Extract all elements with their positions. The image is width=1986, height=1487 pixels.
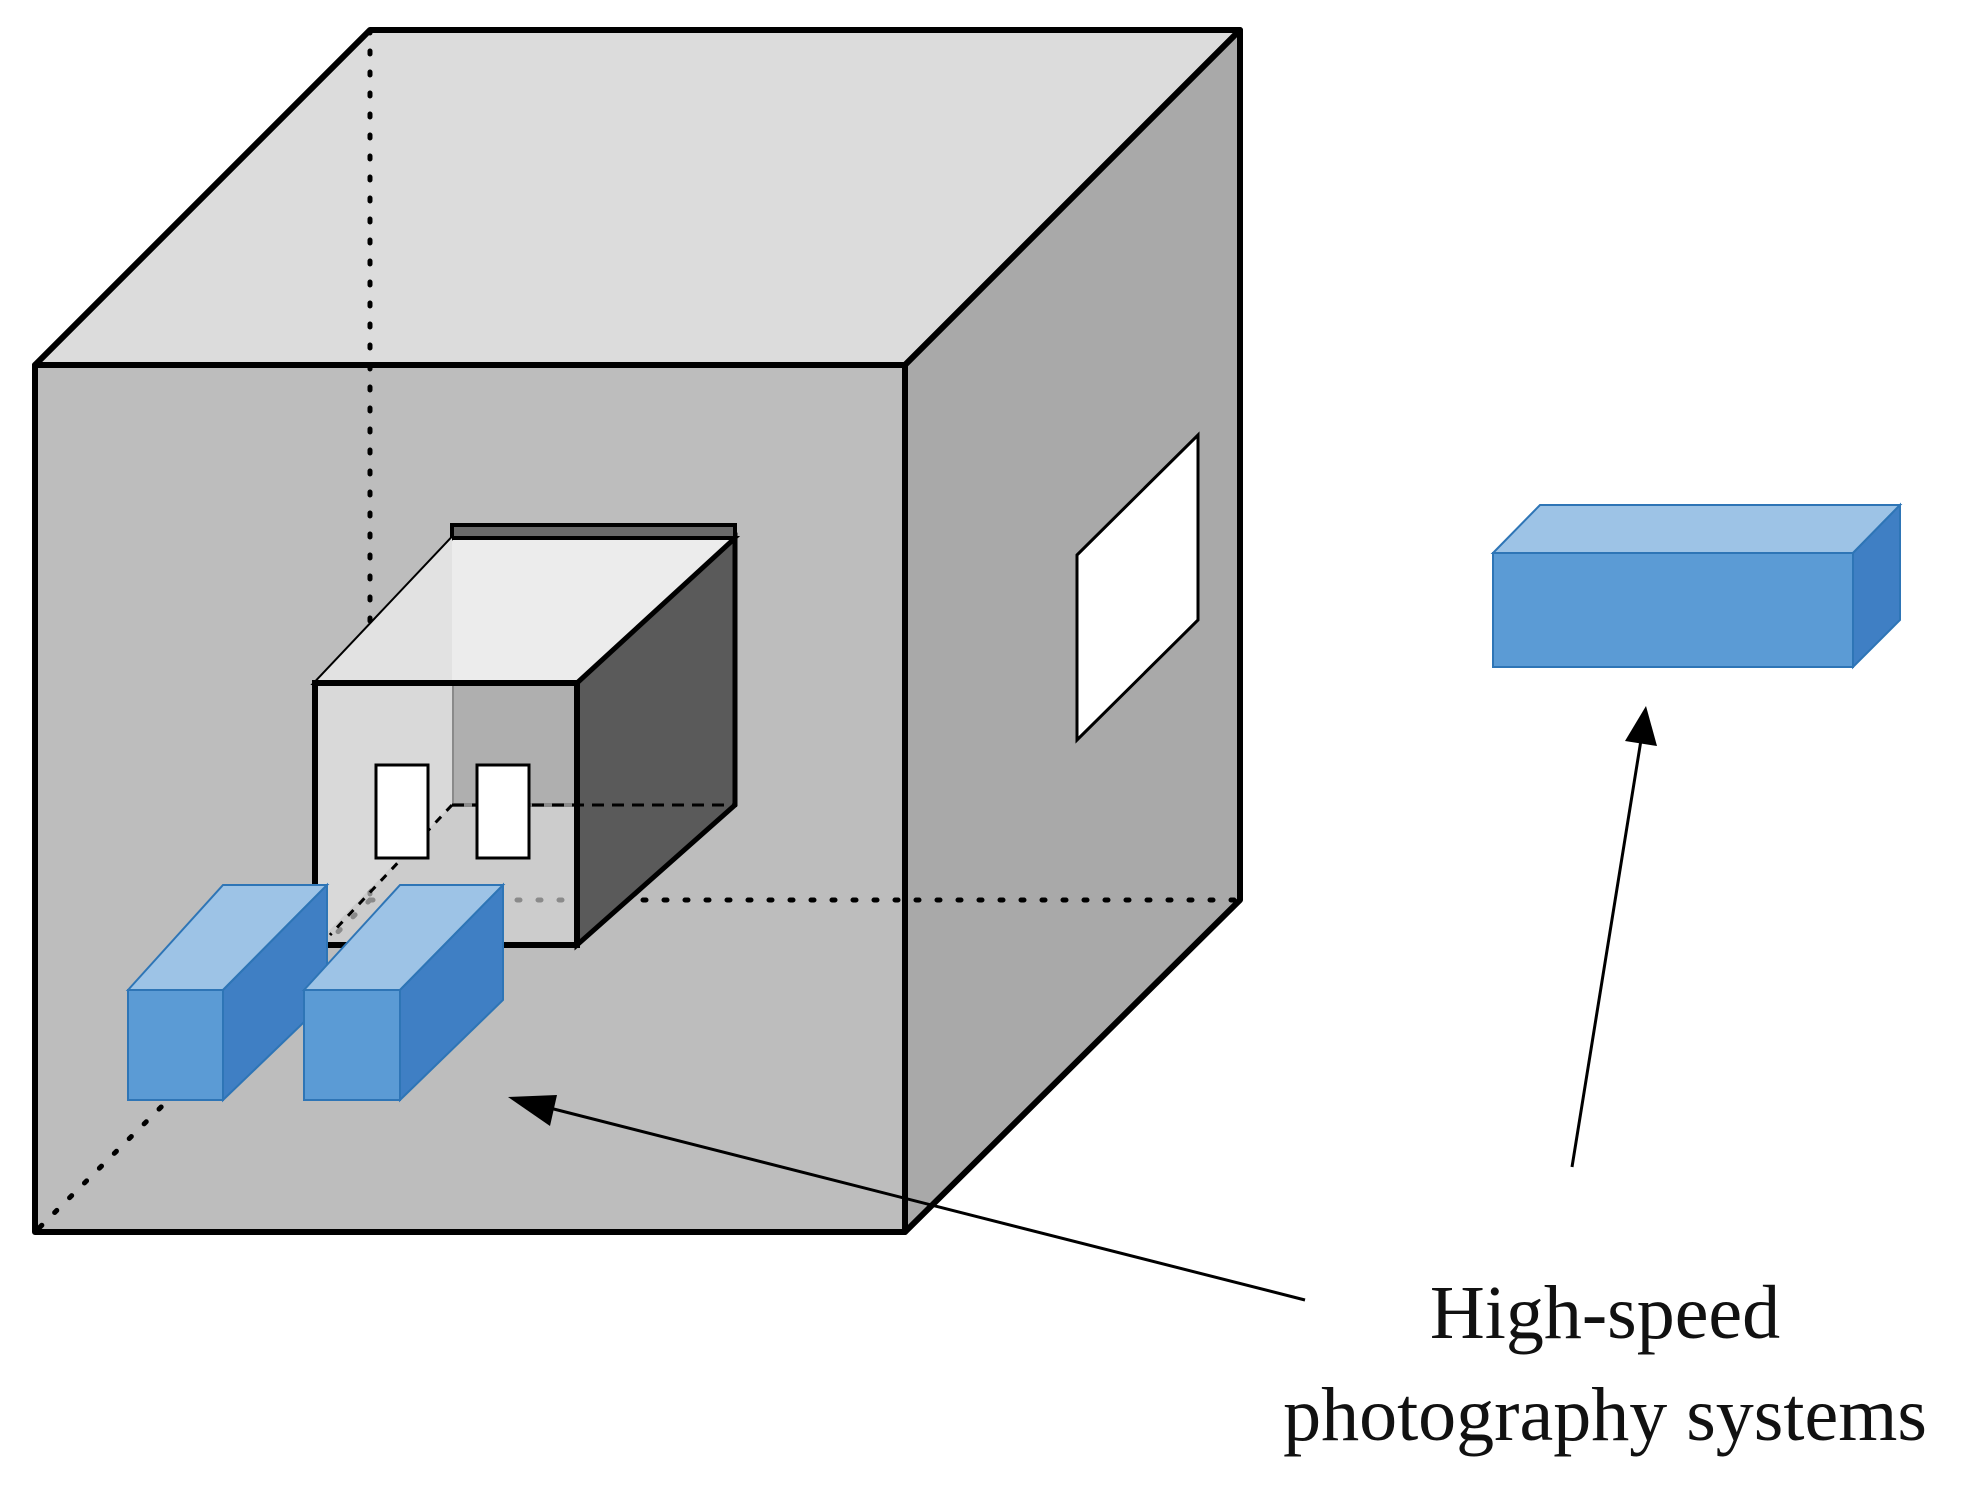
arrow-to-external-camera [1570,739,1643,1168]
camera-left [125,882,330,1103]
inner-window-left [374,763,430,860]
label-line-2: photography systems [1283,1373,1927,1457]
inner-hidden-diagonal [328,803,454,937]
camera-left-front [127,989,224,1101]
camera-external-top [1490,504,1903,554]
label-line-1: High-speed [1430,1271,1780,1355]
camera-center [301,882,506,1103]
inner-window-right [475,763,531,860]
side-observation-window [1075,431,1200,744]
inner-test-box [310,523,741,951]
arrow-to-inner-cameras-head [508,1095,557,1126]
camera-external-front [1492,552,1854,668]
camera-center-front [303,989,401,1101]
pointer-arrows [508,706,1657,1302]
camera-external [1490,502,1903,670]
arrow-to-external-camera-head [1625,706,1657,746]
arrow-to-inner-cameras [537,1103,1306,1302]
